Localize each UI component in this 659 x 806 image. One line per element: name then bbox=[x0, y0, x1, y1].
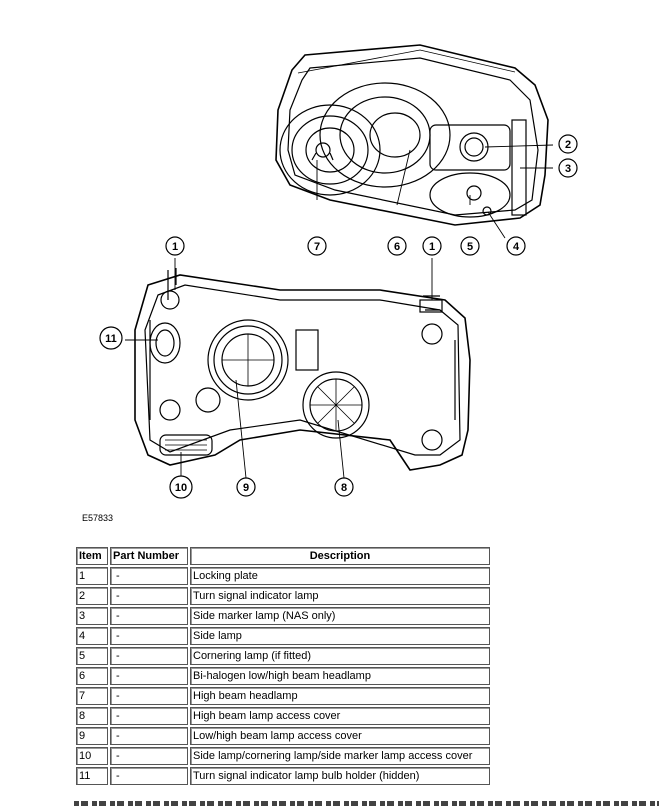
callout-1-right: 1 bbox=[422, 236, 442, 256]
cell-description: High beam lamp access cover bbox=[190, 707, 490, 725]
table-row: 4-Side lamp bbox=[76, 627, 490, 645]
table-row: 5-Cornering lamp (if fitted) bbox=[76, 647, 490, 665]
svg-text:2: 2 bbox=[565, 139, 571, 151]
table-row: 1-Locking plate bbox=[76, 567, 490, 585]
callout-8: 8 bbox=[334, 477, 354, 497]
callouts: 2 3 7 6 5 4 1 1 11 10 9 8 bbox=[99, 134, 578, 499]
svg-text:6: 6 bbox=[394, 241, 400, 253]
cell-description: Side marker lamp (NAS only) bbox=[190, 607, 490, 625]
cell-part-number: - bbox=[110, 607, 188, 625]
cell-description: Low/high beam lamp access cover bbox=[190, 727, 490, 745]
cell-item: 3 bbox=[76, 607, 108, 625]
callout-11: 11 bbox=[99, 326, 123, 350]
column-header-part-number: Part Number bbox=[110, 547, 188, 565]
cell-part-number: - bbox=[110, 667, 188, 685]
cell-item: 2 bbox=[76, 587, 108, 605]
cell-part-number: - bbox=[110, 567, 188, 585]
figure-id: E57833 bbox=[82, 513, 114, 523]
table-row: 8-High beam lamp access cover bbox=[76, 707, 490, 725]
svg-text:3: 3 bbox=[565, 163, 571, 175]
cell-part-number: - bbox=[110, 627, 188, 645]
leader-lines bbox=[125, 144, 554, 479]
cell-description: Cornering lamp (if fitted) bbox=[190, 647, 490, 665]
cell-description: Turn signal indicator lamp bbox=[190, 587, 490, 605]
cell-item: 11 bbox=[76, 767, 108, 785]
cell-part-number: - bbox=[110, 747, 188, 765]
callout-9: 9 bbox=[236, 477, 256, 497]
cell-item: 8 bbox=[76, 707, 108, 725]
table-row: 6-Bi-halogen low/high beam headlamp bbox=[76, 667, 490, 685]
cell-item: 6 bbox=[76, 667, 108, 685]
cell-part-number: - bbox=[110, 587, 188, 605]
cell-part-number: - bbox=[110, 707, 188, 725]
cell-description: High beam headlamp bbox=[190, 687, 490, 705]
svg-text:1: 1 bbox=[429, 241, 435, 253]
svg-text:10: 10 bbox=[175, 482, 187, 494]
callout-1-left: 1 bbox=[165, 236, 185, 256]
headlamp-diagram: 2 3 7 6 5 4 1 1 11 10 9 8 bbox=[99, 44, 578, 499]
callout-3: 3 bbox=[558, 158, 578, 178]
svg-text:9: 9 bbox=[243, 482, 249, 494]
column-header-item: Item bbox=[76, 547, 108, 565]
table-row: 7-High beam headlamp bbox=[76, 687, 490, 705]
table-row: 11-Turn signal indicator lamp bulb holde… bbox=[76, 767, 490, 785]
svg-text:4: 4 bbox=[513, 241, 520, 253]
cell-description: Locking plate bbox=[190, 567, 490, 585]
cell-item: 1 bbox=[76, 567, 108, 585]
svg-text:8: 8 bbox=[341, 482, 347, 494]
table-row: 10-Side lamp/cornering lamp/side marker … bbox=[76, 747, 490, 765]
cell-part-number: - bbox=[110, 727, 188, 745]
cell-part-number: - bbox=[110, 687, 188, 705]
table-header-row: Item Part Number Description bbox=[76, 547, 490, 565]
cell-description: Side lamp/cornering lamp/side marker lam… bbox=[190, 747, 490, 765]
cell-item: 4 bbox=[76, 627, 108, 645]
svg-text:11: 11 bbox=[105, 333, 117, 345]
front-headlamp-view bbox=[275, 44, 549, 226]
column-header-description: Description bbox=[190, 547, 490, 565]
table-row: 3-Side marker lamp (NAS only) bbox=[76, 607, 490, 625]
callout-4: 4 bbox=[506, 236, 526, 256]
cell-description: Bi-halogen low/high beam headlamp bbox=[190, 667, 490, 685]
cell-description: Side lamp bbox=[190, 627, 490, 645]
svg-text:1: 1 bbox=[172, 241, 178, 253]
truncated-paragraph bbox=[74, 800, 659, 806]
callout-2: 2 bbox=[558, 134, 578, 154]
cell-part-number: - bbox=[110, 647, 188, 665]
callout-10: 10 bbox=[169, 475, 193, 499]
table-row: 2-Turn signal indicator lamp bbox=[76, 587, 490, 605]
svg-text:7: 7 bbox=[314, 241, 320, 253]
cell-item: 7 bbox=[76, 687, 108, 705]
svg-text:5: 5 bbox=[467, 241, 473, 253]
callout-7: 7 bbox=[307, 236, 327, 256]
parts-table: Item Part Number Description 1-Locking p… bbox=[74, 545, 492, 787]
cell-part-number: - bbox=[110, 767, 188, 785]
rear-headlamp-view bbox=[134, 268, 471, 471]
callout-6: 6 bbox=[387, 236, 407, 256]
cell-item: 5 bbox=[76, 647, 108, 665]
callout-5: 5 bbox=[460, 236, 480, 256]
cell-item: 9 bbox=[76, 727, 108, 745]
cell-item: 10 bbox=[76, 747, 108, 765]
table-row: 9-Low/high beam lamp access cover bbox=[76, 727, 490, 745]
cell-description: Turn signal indicator lamp bulb holder (… bbox=[190, 767, 490, 785]
